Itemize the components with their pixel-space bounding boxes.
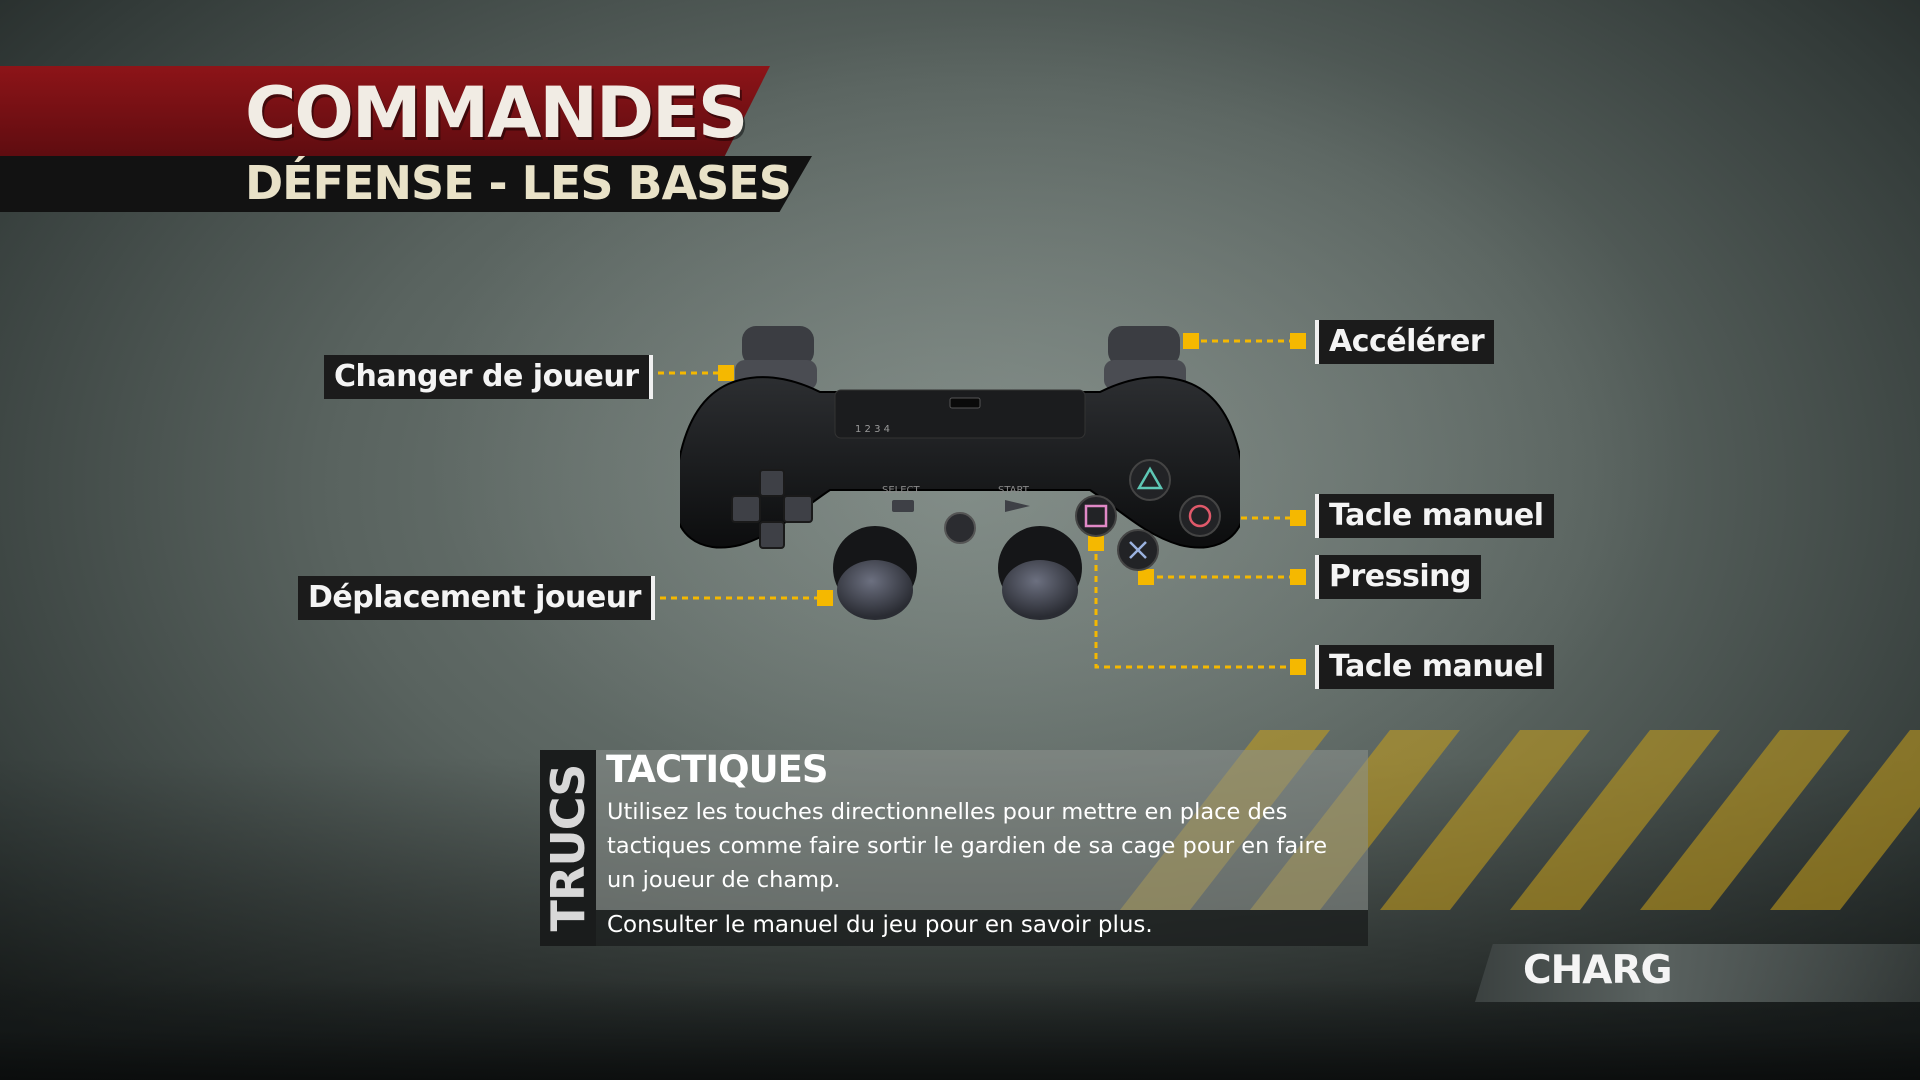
page-title: COMMANDES [245,72,748,154]
connector-node [1290,659,1306,675]
subtitle-banner-black [0,156,812,212]
left-analog-stick [837,560,913,620]
right-analog-stick [1002,560,1078,620]
label-manual-tackle-circle: Tacle manuel [1315,494,1554,538]
circle-button [1179,495,1221,537]
tips-title: TACTIQUES [606,748,829,791]
connector-node [1290,333,1306,349]
label-manual-tackle-square: Tacle manuel [1315,645,1554,689]
label-move-player: Déplacement joueur [298,576,655,620]
player-leds: 1 2 3 4 [855,424,890,435]
l2-trigger [742,326,814,366]
tips-box [596,750,1368,910]
select-button [892,500,914,512]
triangle-button [1129,459,1171,501]
dpad [731,469,813,549]
controller-body [680,376,1240,549]
connector-node [1290,510,1306,526]
start-label: START [998,485,1030,496]
page-subtitle: DÉFENSE - LES BASES [245,156,792,210]
face-buttons [1075,459,1221,571]
tips-footer-bar [596,910,1368,946]
loading-text: CHARG [1523,948,1672,993]
label-change-player: Changer de joueur [324,355,653,399]
start-button [1005,500,1030,512]
label-pressing: Pressing [1315,555,1481,599]
title-banner-red [0,66,770,158]
usb-port [949,397,981,409]
label-accelerate: Accélérer [1315,320,1495,364]
tips-tab: TRUCS [540,750,596,946]
ps-button [944,512,976,544]
gamepad-diagram: 1 2 3 4 SELECT START [680,326,1240,620]
select-label: SELECT [882,485,921,496]
connector-node [1290,569,1306,585]
center-panel [834,389,1086,439]
r2-trigger [1108,326,1180,366]
tips-tab-label: TRUCS [541,764,595,932]
tips-body: Utilisez les touches directionnelles pou… [607,799,1328,893]
loading-bar [1475,944,1920,1002]
square-button [1075,495,1117,537]
tips-footer: Consulter le manuel du jeu pour en savoi… [607,912,1153,938]
